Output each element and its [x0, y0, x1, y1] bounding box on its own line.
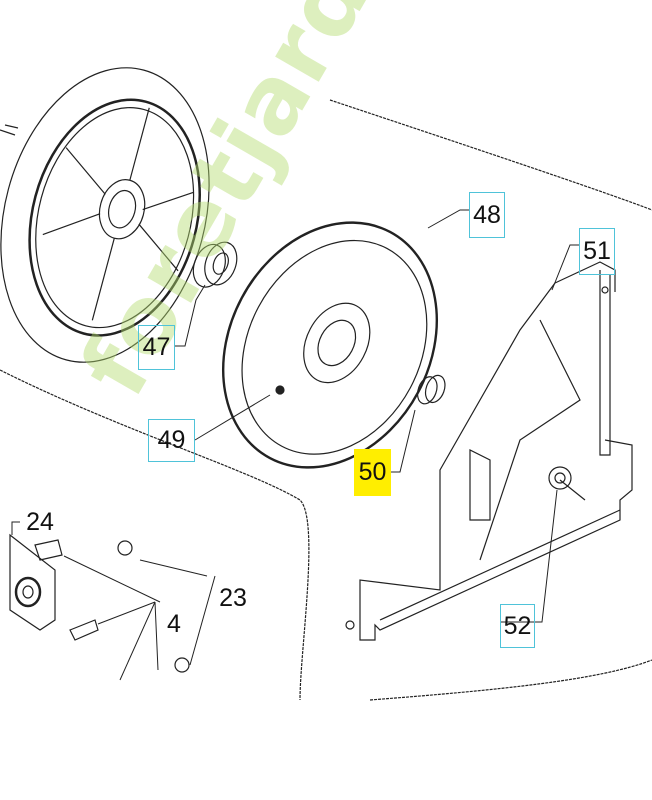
plate-48 [221, 221, 439, 469]
nut-52 [548, 466, 586, 501]
callout-47[interactable]: 47 [138, 325, 175, 370]
screw-49 [275, 385, 285, 395]
callout-24[interactable]: 24 [26, 507, 54, 536]
housing-outline-lower [0, 369, 310, 701]
callout-23[interactable]: 23 [219, 583, 247, 612]
callout-52[interactable]: 52 [500, 604, 535, 648]
callout-4[interactable]: 4 [167, 609, 181, 638]
leader-lines [11, 209, 579, 681]
callout-49[interactable]: 49 [148, 419, 195, 462]
flange-bearing-24 [9, 533, 56, 631]
bracket-51 [345, 261, 633, 641]
seal-50 [416, 374, 446, 405]
axle-stub [0, 124, 19, 136]
callout-50[interactable]: 50 [354, 449, 391, 496]
housing-outline-right [369, 659, 652, 701]
callout-48[interactable]: 48 [469, 192, 505, 238]
wheel [0, 67, 210, 363]
housing-outline [329, 99, 652, 211]
bolts [34, 539, 190, 673]
callout-51[interactable]: 51 [579, 228, 615, 275]
bearing-47 [192, 241, 238, 288]
